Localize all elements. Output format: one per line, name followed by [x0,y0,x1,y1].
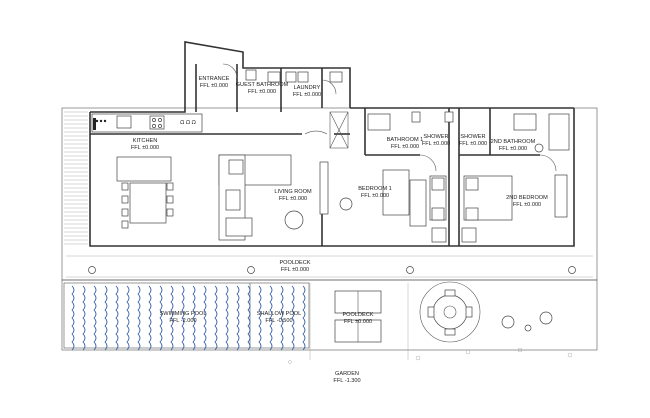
label-garden: GARDEN [335,371,359,377]
water-wave [82,285,86,351]
water-wave [280,285,284,351]
level-pooldeck-lower: FFL ±0.000 [344,319,372,325]
label-bedroom-1: BEDROOM 1 [358,186,392,192]
water-wave [236,285,240,351]
water-wave [192,285,196,351]
level-guest-bathroom: FFL ±0.000 [248,89,276,95]
level-shower-2: FFL ±0.000 [459,141,487,147]
label-pooldeck-main: POOLDECK [279,260,310,266]
swimming-pool-area [63,282,310,351]
label-kitchen: KITCHEN [133,138,158,144]
water-wave [302,285,306,351]
water-wave [71,285,75,351]
doors [222,63,557,172]
exterior-walls [89,41,575,247]
label-shower-2: SHOWER [460,134,485,140]
water-wave [126,285,130,351]
label-shower-1: SHOWER [423,134,448,140]
label-swimming-pool: SWIMMING POOL [160,311,207,317]
bedroom-furniture [319,161,568,243]
room-labels: ENTRANCE FFL ±0.000 GUEST BATHROOM FFL ±… [131,76,548,384]
water-wave [148,285,152,351]
outdoor-dining [419,281,553,343]
kitchen-fixtures: ᘯ ᘯ ᘯ [91,113,203,229]
water-wave [269,285,273,351]
garden-plants [288,347,573,364]
water-wave [258,285,262,351]
label-entrance: ENTRANCE [199,76,230,82]
pool-water [71,285,306,351]
label-living-room: LIVING ROOM [274,189,312,195]
label-laundry: LAUNDRY [294,85,321,91]
label-shallow-pool: SHALLOW POOL [257,311,301,317]
deck-posts [88,266,576,274]
water-wave [291,285,295,351]
level-entrance: FFL ±0.000 [200,83,228,89]
water-wave [170,285,174,351]
level-garden: FFL -1.300 [333,378,360,384]
level-laundry: FFL ±0.000 [293,92,321,98]
level-bedroom-1: FFL ±0.000 [361,193,389,199]
water-wave [137,285,141,351]
water-wave [225,285,229,351]
water-wave [93,285,97,351]
water-wave [203,285,207,351]
level-shower-1: FFL ±0.000 [422,141,450,147]
level-pooldeck-main: FFL ±0.000 [281,267,309,273]
level-kitchen: FFL ±0.000 [131,145,159,151]
interior-walls [195,64,540,246]
water-wave [104,285,108,351]
label-pooldeck-lower: POOLDECK [342,312,373,318]
deck-hatching [64,111,88,245]
water-wave [115,285,119,351]
bath-fixtures [245,69,570,153]
level-shallow-pool: FFL -0.500 [265,318,292,324]
label-bedroom-2: 2ND BEDROOM [506,195,548,201]
water-wave [159,285,163,351]
level-bedroom-2: FFL ±0.000 [513,202,541,208]
label-bathroom-2: 2ND BATHROOM [491,139,536,145]
water-wave [214,285,218,351]
svg-text:ᘯ ᘯ ᘯ: ᘯ ᘯ ᘯ [180,119,197,126]
level-bathroom-1: FFL ±0.000 [391,144,419,150]
sun-loungers [309,283,409,360]
water-wave [247,285,251,351]
living-furniture [218,154,304,241]
level-living-room: FFL ±0.000 [279,196,307,202]
label-guest-bathroom: GUEST BATHROOM [236,82,289,88]
label-bathroom-1: BATHROOM 1 [387,137,424,143]
terrace-outline [61,107,598,351]
water-wave [181,285,185,351]
level-swimming-pool: FFL -2.000 [169,318,196,324]
level-bathroom-2: FFL ±0.000 [499,146,527,152]
